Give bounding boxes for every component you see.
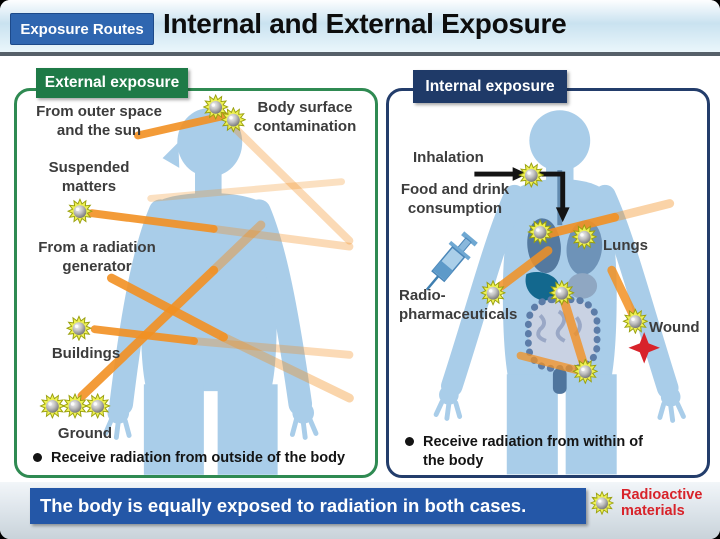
- label-radiopharmaceuticals: Radio- pharmaceuticals: [399, 287, 539, 325]
- external-exposure-illustration: [39, 94, 354, 475]
- label-outer-space: From outer space and the sun: [31, 103, 167, 141]
- conclusion-bar: The body is equally exposed to radiation…: [30, 488, 586, 524]
- label-body-surface-line1: Body surface: [257, 99, 353, 116]
- external-exposure-header: External exposure: [36, 68, 188, 98]
- internal-bullet-line1: Receive radiation from within of: [423, 434, 643, 450]
- label-suspended-line2: matters: [61, 177, 117, 195]
- label-radiation-generator: From a radiation generator: [29, 239, 165, 277]
- conclusion-text: The body is equally exposed to radiation…: [40, 495, 527, 516]
- page-title: Internal and External Exposure: [163, 8, 567, 39]
- wound-mark-icon: [628, 332, 660, 364]
- label-lungs: Lungs: [603, 237, 648, 254]
- label-food-line2: consumption: [407, 199, 503, 217]
- label-body-surface: Body surface contamination: [245, 99, 365, 137]
- label-ground: Ground: [57, 425, 113, 442]
- label-radio-line2: pharmaceuticals: [399, 305, 518, 323]
- legend: Radioactive materials: [590, 487, 702, 519]
- label-outer-space-line2: and the sun: [56, 121, 142, 139]
- radiation-beams: [491, 199, 675, 376]
- external-bullet-text: Receive radiation from outside of the bo…: [51, 450, 346, 466]
- internal-exposure-panel: Inhalation Food and drink consumption Lu…: [386, 88, 710, 478]
- label-inhalation: Inhalation: [413, 149, 484, 166]
- badge-label: Exposure Routes: [20, 20, 144, 38]
- radiation-beams: [77, 111, 354, 403]
- internal-bullet: Receive radiation from within of the bod…: [405, 433, 695, 471]
- internal-bullet-text: Receive radiation from within of the bod…: [423, 433, 643, 471]
- label-food-line1: Food and drink: [400, 181, 510, 198]
- label-wound: Wound: [649, 319, 700, 336]
- label-outer-space-line1: From outer space: [36, 103, 162, 120]
- label-radio-line1: Radio-: [399, 287, 446, 304]
- internal-bullet-line2: the body: [423, 452, 484, 469]
- radioactive-star-icon: [590, 491, 614, 515]
- external-exposure-title: External exposure: [44, 74, 180, 91]
- legend-line1: Radioactive: [621, 487, 703, 503]
- bullet-dot: [33, 453, 42, 462]
- label-generator-line1: From a radiation: [38, 239, 156, 256]
- label-body-surface-line2: contamination: [253, 117, 357, 135]
- label-food-drink: Food and drink consumption: [395, 181, 515, 219]
- external-exposure-panel: From outer space and the sun Body surfac…: [14, 88, 378, 478]
- external-bullet: Receive radiation from outside of the bo…: [33, 449, 371, 468]
- intake-arrow: [474, 167, 570, 223]
- legend-label: Radioactive materials: [621, 487, 702, 519]
- syringe-icon: [425, 231, 478, 291]
- internal-exposure-illustration: [425, 110, 686, 475]
- label-buildings: Buildings: [51, 345, 121, 362]
- internal-exposure-title: Internal exposure: [425, 77, 555, 95]
- legend-line2: materials: [621, 503, 685, 520]
- internal-exposure-header: Internal exposure: [413, 70, 567, 103]
- label-suspended-matters: Suspended matters: [39, 159, 139, 197]
- bullet-dot: [405, 437, 414, 446]
- exposure-routes-badge: Exposure Routes: [10, 13, 154, 45]
- label-suspended-line1: Suspended: [48, 159, 130, 176]
- label-generator-line2: generator: [62, 257, 132, 275]
